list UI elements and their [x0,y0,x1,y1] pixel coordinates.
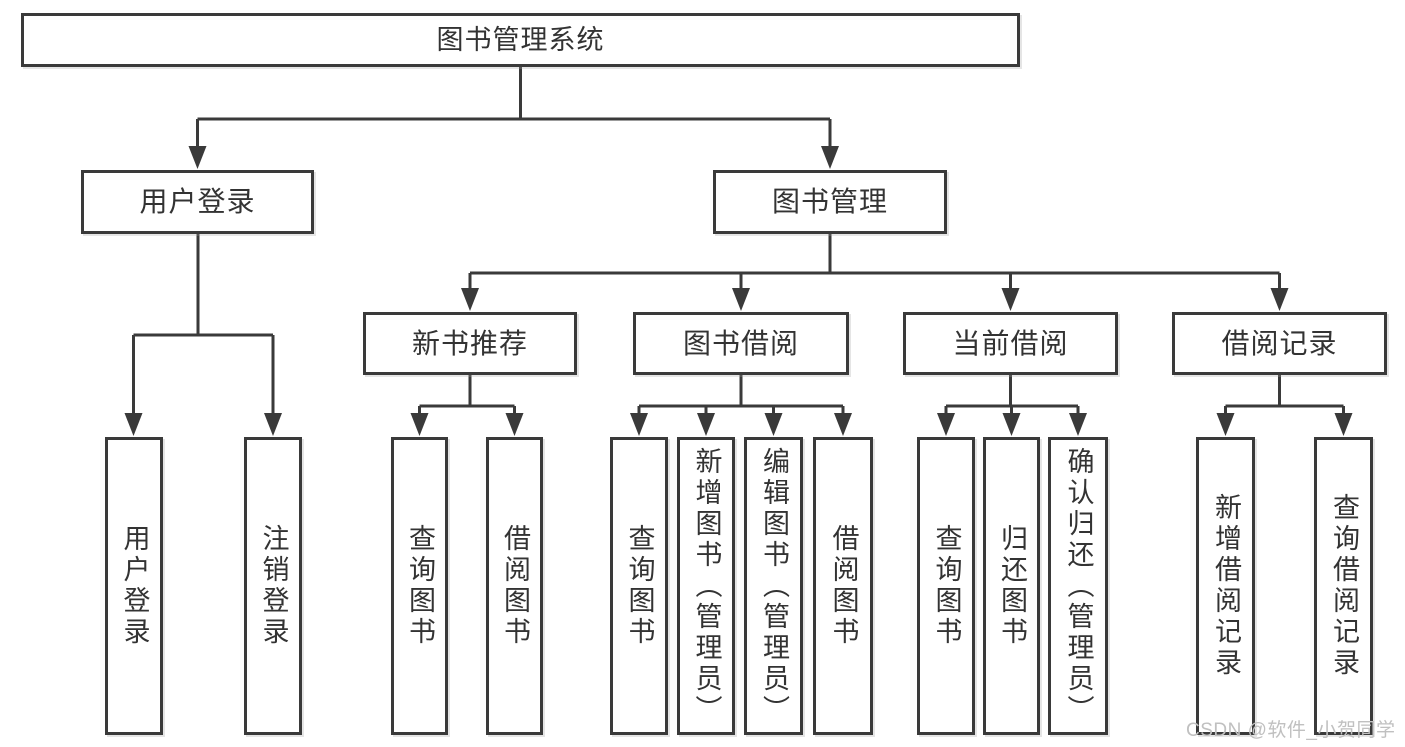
leaf-return-book: 归还图书 [983,437,1040,735]
node-label: 确认归还（管理员） [1063,446,1094,726]
node-label: 借阅图书 [500,524,530,648]
node-label: 查询图书 [931,524,962,648]
node-current-borrowing: 当前借阅 [903,312,1118,375]
node-label: 图书管理系统 [436,24,605,55]
leaf-borrow-books: 借阅图书 [813,437,873,735]
node-label: 新增借阅记录 [1211,493,1241,679]
node-label: 归还图书 [997,524,1027,648]
csdn-watermark: CSDN @软件_小贺同学 [1186,720,1396,741]
node-label: 用户登录 [119,524,150,648]
node-new-book-recommend: 新书推荐 [363,312,577,375]
leaf-query-borrow-record: 查询借阅记录 [1314,437,1373,735]
node-label: 查询图书 [405,524,435,648]
node-label: 用户登录 [139,186,256,217]
node-label: 编辑图书（管理员） [759,446,789,726]
leaf-edit-book-admin: 编辑图书（管理员） [744,437,803,735]
node-label: 新书推荐 [411,327,528,359]
node-library-management-system: 图书管理系统 [21,13,1020,67]
leaf-query-books-recommend: 查询图书 [391,437,448,735]
node-book-management: 图书管理 [713,170,947,234]
leaf-borrow-books-recommend: 借阅图书 [486,437,543,735]
leaf-query-books-borrowing: 查询图书 [610,437,668,735]
node-label: 图书借阅 [682,327,799,359]
node-user-login: 用户登录 [81,170,314,234]
leaf-add-book-admin: 新增图书（管理员） [677,437,735,735]
leaf-query-books-current: 查询图书 [917,437,975,735]
node-label: 注销登录 [258,524,289,648]
node-borrow-records: 借阅记录 [1172,312,1387,375]
node-label: 借阅图书 [828,524,859,648]
leaf-user-login: 用户登录 [105,437,163,735]
node-label: 查询借阅记录 [1329,493,1359,679]
node-label: 图书管理 [771,186,888,217]
leaf-logout: 注销登录 [244,437,302,735]
node-label: 新增图书（管理员） [691,446,722,726]
node-label: 借阅记录 [1221,327,1338,359]
node-label: 查询图书 [624,524,655,648]
node-label: 当前借阅 [952,327,1069,359]
node-book-borrowing: 图书借阅 [633,312,849,375]
leaf-confirm-return-admin: 确认归还（管理员） [1048,437,1108,735]
leaf-add-borrow-record: 新增借阅记录 [1196,437,1255,735]
